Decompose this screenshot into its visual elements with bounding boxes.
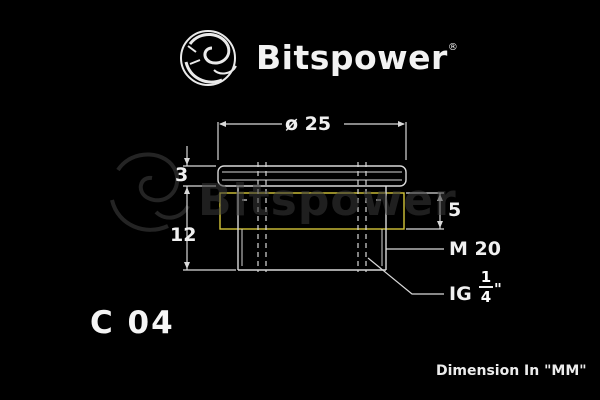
total-height-label: 12 bbox=[170, 224, 197, 246]
inner-thread-fraction: 1 4 bbox=[479, 269, 493, 305]
inner-bore-hidden-lines bbox=[242, 162, 382, 272]
cap-height-label: 3 bbox=[175, 164, 189, 186]
fraction-denominator: 4 bbox=[480, 288, 492, 306]
cap-flange bbox=[217, 165, 407, 187]
seal-highlight bbox=[219, 192, 405, 230]
seal-height-dimension bbox=[406, 192, 444, 230]
fraction-numerator: 1 bbox=[480, 268, 492, 286]
left-height-dimensions bbox=[183, 146, 236, 271]
inch-mark: " bbox=[494, 280, 502, 298]
seal-height-label: 5 bbox=[448, 199, 462, 221]
registered-mark: ® bbox=[447, 42, 459, 53]
units-note: Dimension In "MM" bbox=[436, 363, 587, 379]
thread-label: M 20 bbox=[449, 238, 501, 260]
brand-name: Bitspower bbox=[256, 38, 448, 77]
diameter-label: ø 25 bbox=[285, 113, 332, 135]
diameter-dimension bbox=[217, 121, 407, 160]
fraction-bar bbox=[479, 286, 493, 288]
callout-leaders bbox=[367, 248, 444, 295]
dragon-logo-icon bbox=[180, 30, 237, 86]
inner-thread-prefix: IG bbox=[449, 283, 472, 305]
brand-watermark: Bitspower bbox=[198, 175, 457, 226]
thread-body bbox=[237, 186, 387, 271]
watermark-dragon-icon bbox=[110, 152, 190, 232]
brand-logo-text: Bitspower® bbox=[256, 38, 458, 77]
model-number: C 04 bbox=[90, 305, 175, 341]
